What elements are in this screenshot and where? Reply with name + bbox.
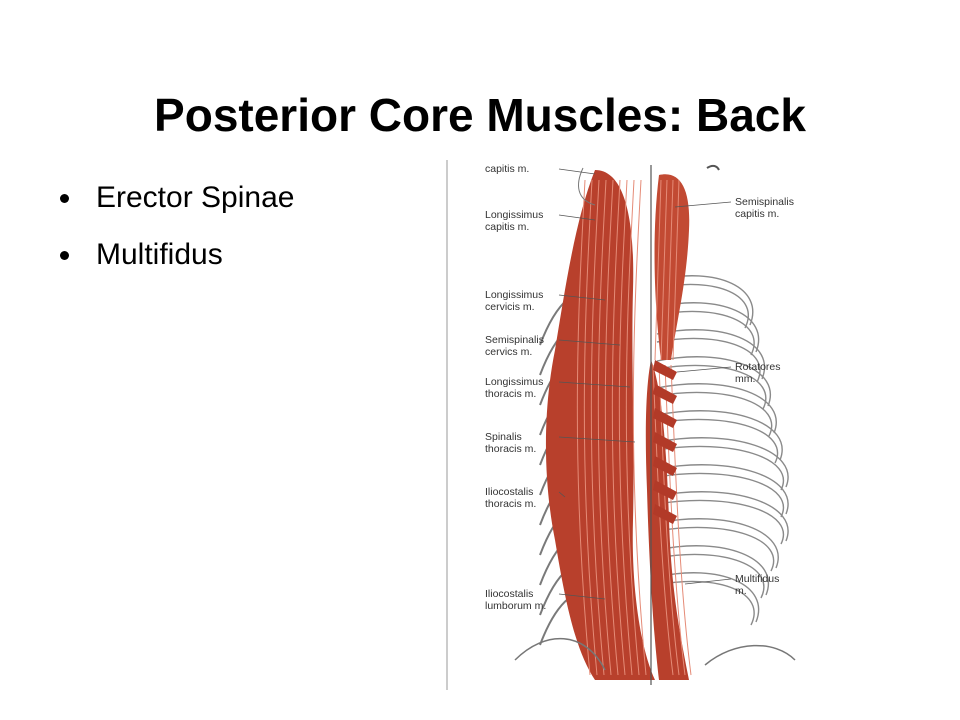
anatomy-label: m. (735, 585, 747, 597)
anatomy-label: Semispinalis (485, 334, 544, 346)
anatomy-label: capitis m. (485, 221, 529, 233)
rib-right (656, 464, 789, 515)
anatomy-label: cervics m. (485, 346, 532, 358)
bullet-item: Erector Spinae (60, 180, 294, 216)
anatomy-label: capitis m. (735, 208, 779, 220)
leader-line (558, 168, 596, 175)
leader-line (558, 214, 596, 221)
rib-right (656, 553, 765, 599)
muscle-fiber (611, 179, 626, 676)
rib-right (656, 410, 783, 461)
anatomy-label: cervicis m. (485, 301, 535, 313)
bullet-text: Erector Spinae (96, 181, 295, 214)
anatomy-label: Rotatores (735, 361, 781, 373)
anatomy-label: mm. (735, 373, 755, 385)
erector-spinae-left (545, 170, 655, 680)
rib-right (656, 383, 777, 434)
bullet-text: Multifidus (96, 238, 223, 271)
rib-right (656, 356, 771, 407)
rib-right (656, 572, 760, 623)
rib-right (656, 491, 789, 542)
muscle-fiber (654, 179, 662, 361)
rotatores-muscle (653, 432, 677, 452)
anatomy-label: Semispinalis (735, 196, 794, 208)
rotatores-muscle (653, 456, 677, 476)
rotatores-muscle (653, 384, 677, 404)
rib-right (656, 526, 775, 572)
rib-right (656, 418, 778, 464)
anatomy-label: Multifidus (735, 573, 779, 585)
rib-right (656, 499, 784, 545)
muscle-fiber (625, 179, 640, 676)
muscle-fiber (583, 179, 598, 676)
muscle-fiber (666, 179, 674, 361)
leader-line (558, 339, 621, 346)
muscle-fiber (672, 179, 680, 361)
leader-line (674, 201, 732, 208)
rib-right (656, 337, 761, 383)
anatomy-label: Iliocostalis (485, 588, 533, 600)
rib-right (656, 580, 755, 626)
anatomy-label: thoracis m. (485, 498, 536, 510)
muscle-fiber (660, 179, 668, 361)
leader-line (676, 366, 732, 373)
rib-right (656, 329, 765, 380)
muscle-fiber (597, 179, 612, 676)
muscle-fiber (576, 179, 591, 676)
muscle-fiber (604, 179, 619, 676)
anatomy-label: Spinalis (485, 431, 522, 443)
muscle-fiber (652, 364, 674, 676)
semispinalis-capitis-right (654, 174, 690, 360)
anatomy-label: Longissimus (485, 376, 543, 388)
bullet-item: Multifidus (60, 237, 294, 273)
rib-right (656, 391, 773, 437)
leader-line (558, 491, 566, 498)
rib-right (656, 518, 779, 569)
anatomy-label: lumborum m. (485, 600, 546, 612)
bullet-list: Erector Spinae Multifidus (60, 180, 294, 294)
anatomy-label: Iliocostalis (485, 486, 533, 498)
leader-line (558, 381, 631, 388)
bullet-dot-icon (60, 251, 69, 260)
muscle-fiber (632, 179, 647, 676)
rib-right (656, 445, 784, 491)
anatomy-label: Longissimus (485, 289, 543, 301)
rib-right (656, 437, 789, 488)
anatomy-label: thoracis m. (485, 388, 536, 400)
rotatores-muscle (653, 408, 677, 428)
bullet-dot-icon (60, 194, 69, 203)
leader-line (558, 294, 606, 301)
leader-line (684, 578, 732, 585)
rotatores-muscle (653, 360, 677, 380)
muscle-fiber (590, 179, 605, 676)
rotatores-muscle (653, 504, 677, 524)
leader-line (558, 436, 636, 443)
rib-right (656, 472, 784, 518)
slide-title: Posterior Core Muscles: Back (154, 88, 806, 141)
muscle-fiber (618, 179, 633, 676)
rotatores-muscle (653, 480, 677, 500)
anatomy-label: capitis m. (485, 163, 529, 175)
rib-right (656, 364, 767, 410)
leader-line (558, 593, 606, 600)
rib-right (656, 545, 769, 596)
anatomy-label: Longissimus (485, 209, 543, 221)
anatomy-label: thoracis m. (485, 443, 536, 455)
